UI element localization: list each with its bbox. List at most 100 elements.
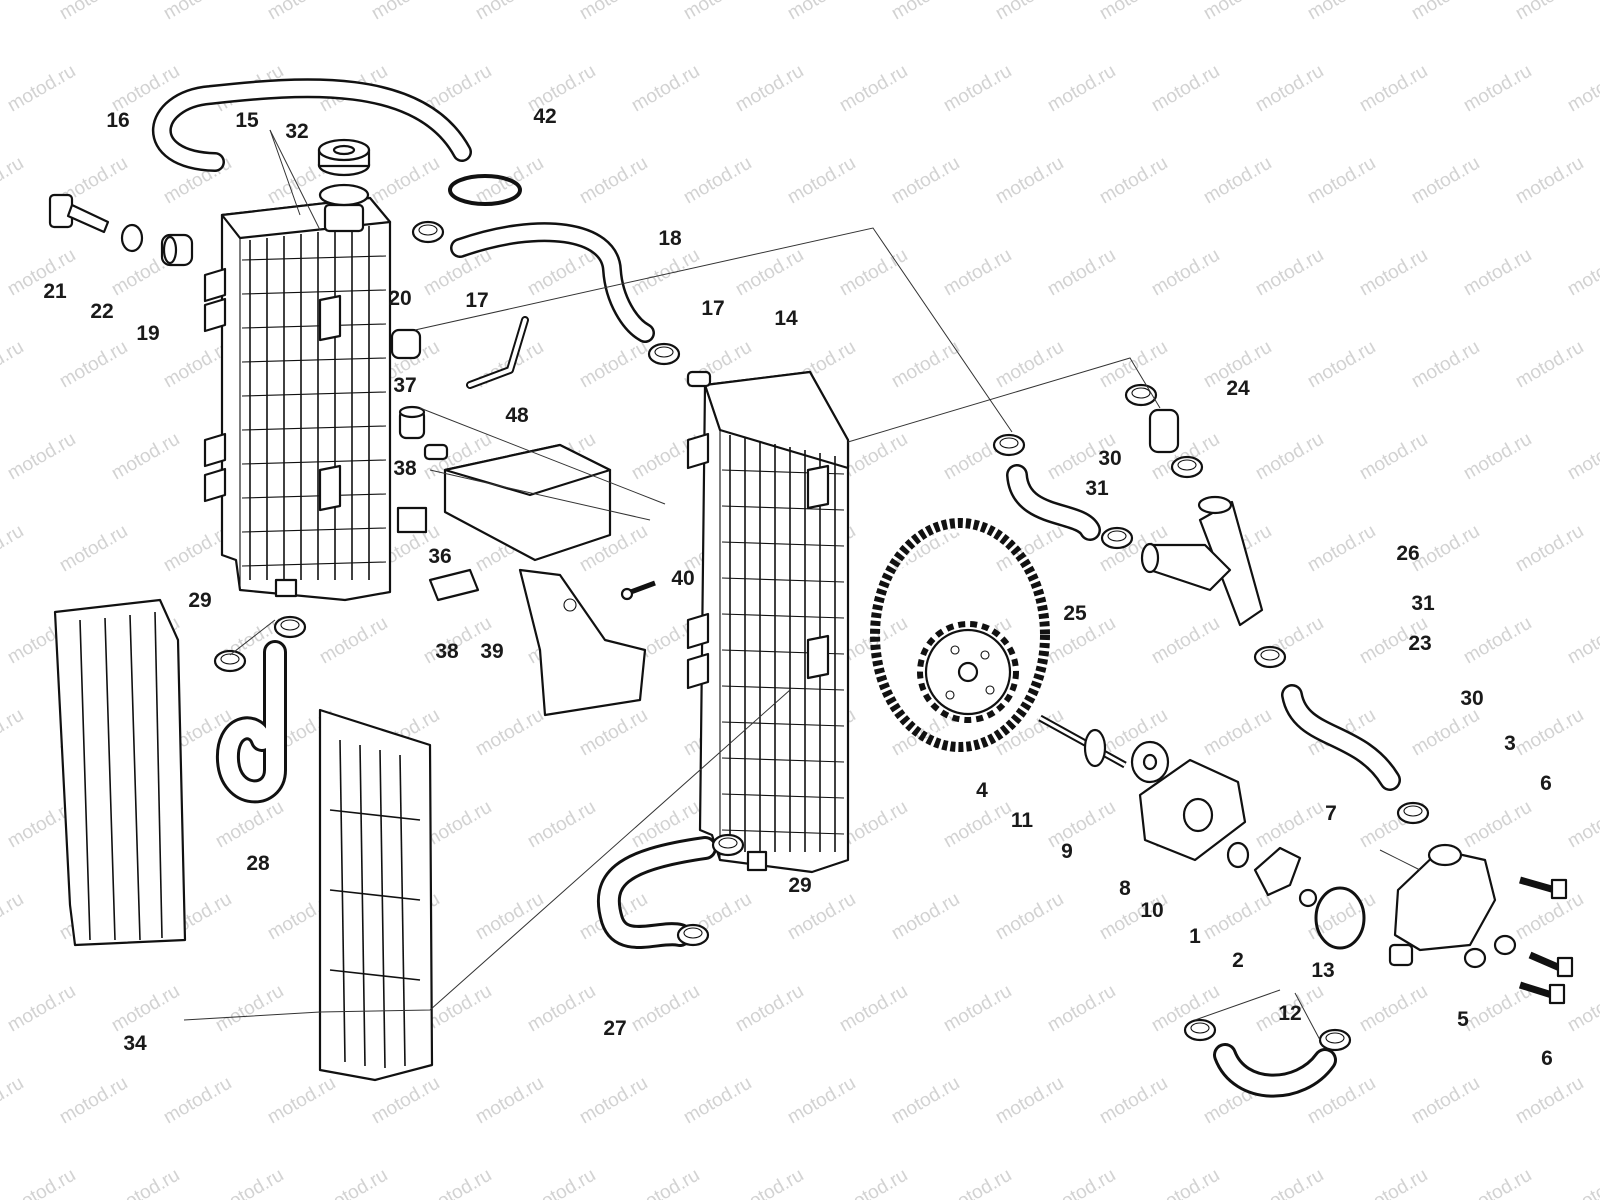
watermark-text: motod.ru	[472, 1073, 547, 1129]
callout-11: 11	[1011, 809, 1034, 832]
watermark-text: motod.ru	[1304, 0, 1379, 24]
watermark-text: motod.ru	[1512, 0, 1587, 24]
grommet-20	[390, 328, 422, 360]
watermark-text: motod.ru	[1408, 705, 1483, 761]
watermark-text: motod.ru	[1252, 797, 1327, 853]
callout-22: 22	[90, 300, 113, 323]
callout-21: 21	[43, 280, 67, 303]
callout-12: 12	[1278, 1002, 1301, 1025]
watermark-text: motod.ru	[888, 0, 963, 24]
callout-42: 42	[533, 105, 556, 128]
watermark-text: motod.ru	[1512, 337, 1587, 393]
watermark-text: motod.ru	[628, 1165, 703, 1200]
hose-28	[215, 640, 287, 804]
watermark-text: motod.ru	[1564, 981, 1600, 1037]
callout-23: 23	[1408, 632, 1431, 655]
watermark-text: motod.ru	[888, 1073, 963, 1129]
callout-6-lower: 6	[1541, 1047, 1553, 1070]
clamp-42	[448, 174, 522, 206]
watermark-text: motod.ru	[1356, 981, 1431, 1037]
watermark-text: motod.ru	[1252, 1165, 1327, 1200]
reservoir-36	[423, 443, 612, 562]
watermark-text: motod.ru	[0, 705, 27, 761]
watermark-text: motod.ru	[524, 981, 599, 1037]
watermark-text: motod.ru	[836, 61, 911, 117]
watermark-text: motod.ru	[888, 153, 963, 209]
watermark-text: motod.ru	[992, 337, 1067, 393]
callout-16: 16	[106, 109, 129, 132]
callout-3: 3	[1504, 732, 1516, 755]
grommet-19	[160, 233, 194, 267]
watermark-text: motod.ru	[992, 1073, 1067, 1129]
callout-13: 13	[1311, 959, 1334, 982]
callout-38-lower: 38	[435, 640, 459, 663]
callout-10: 10	[1140, 899, 1163, 922]
watermark-text: motod.ru	[264, 1073, 339, 1129]
callout-48: 48	[505, 404, 529, 427]
watermark-text: motod.ru	[888, 889, 963, 945]
watermark-text: motod.ru	[160, 0, 235, 24]
watermark-text: motod.ru	[212, 797, 287, 853]
watermark-text: motod.ru	[316, 613, 391, 669]
watermark-text: motod.ru	[1564, 429, 1600, 485]
watermark-text: motod.ru	[0, 1073, 27, 1129]
watermark-text: motod.ru	[732, 1165, 807, 1200]
watermark-text: motod.ru	[1408, 337, 1483, 393]
watermark-text: motod.ru	[680, 0, 755, 24]
bracket-39	[518, 568, 647, 717]
watermark-text: motod.ru	[1408, 1073, 1483, 1129]
watermark-text: motod.ru	[784, 1073, 859, 1129]
watermark-text: motod.ru	[1512, 889, 1587, 945]
callout-8: 8	[1119, 877, 1131, 900]
watermark-text: motod.ru	[940, 245, 1015, 301]
callout-30-upper: 30	[1098, 447, 1121, 470]
watermark-text: motod.ru	[472, 705, 547, 761]
chain	[870, 518, 1050, 752]
bolts-6	[1518, 876, 1574, 1005]
hose-16	[151, 78, 472, 172]
watermark-text: motod.ru	[368, 153, 443, 209]
watermark-text: motod.ru	[992, 0, 1067, 24]
watermark-text: motod.ru	[1200, 153, 1275, 209]
callout-28: 28	[246, 852, 270, 875]
callout-25: 25	[1063, 602, 1087, 625]
left-radiator	[203, 196, 392, 602]
watermark-text: motod.ru	[108, 429, 183, 485]
watermark-text: motod.ru	[1564, 613, 1600, 669]
watermark-text: motod.ru	[524, 1165, 599, 1200]
pump-housing-3	[1388, 843, 1497, 967]
watermark-text: motod.ru	[732, 61, 807, 117]
watermark-text: motod.ru	[836, 245, 911, 301]
watermark-text: motod.ru	[368, 1073, 443, 1129]
watermark-text: motod.ru	[472, 0, 547, 24]
watermark-text: motod.ru	[56, 1073, 131, 1129]
watermark-text: motod.ru	[1304, 153, 1379, 209]
hose-clamps	[213, 220, 1430, 1052]
watermark-text: motod.ru	[1148, 245, 1223, 301]
watermark-text: motod.ru	[836, 981, 911, 1037]
watermark-text: motod.ru	[1252, 429, 1327, 485]
watermark-text: motod.ru	[1096, 1073, 1171, 1129]
watermark-text: motod.ru	[1044, 1165, 1119, 1200]
watermark-text: motod.ru	[56, 337, 131, 393]
watermark-text: motod.ru	[1460, 429, 1535, 485]
watermark-text: motod.ru	[576, 337, 651, 393]
callout-14: 14	[774, 307, 798, 330]
watermark-text: motod.ru	[1512, 705, 1587, 761]
callout-18: 18	[658, 227, 682, 250]
pad-38-lower	[428, 568, 480, 602]
watermark-text: motod.ru	[1044, 61, 1119, 117]
watermark-text: motod.ru	[1356, 245, 1431, 301]
watermark-text: motod.ru	[940, 981, 1015, 1037]
callout-36: 36	[428, 545, 451, 568]
watermark-text: motod.ru	[576, 0, 651, 24]
watermark-text: motod.ru	[4, 1165, 79, 1200]
watermark-text: motod.ru	[1148, 61, 1223, 117]
louver-right-34	[318, 708, 434, 1082]
watermark-text: motod.ru	[992, 889, 1067, 945]
pad-38-upper	[396, 506, 428, 534]
watermark-text: motod.ru	[732, 981, 807, 1037]
watermark-text: motod.ru	[1460, 613, 1535, 669]
watermark-text: motod.ru	[1200, 705, 1275, 761]
watermark-text: motod.ru	[940, 797, 1015, 853]
